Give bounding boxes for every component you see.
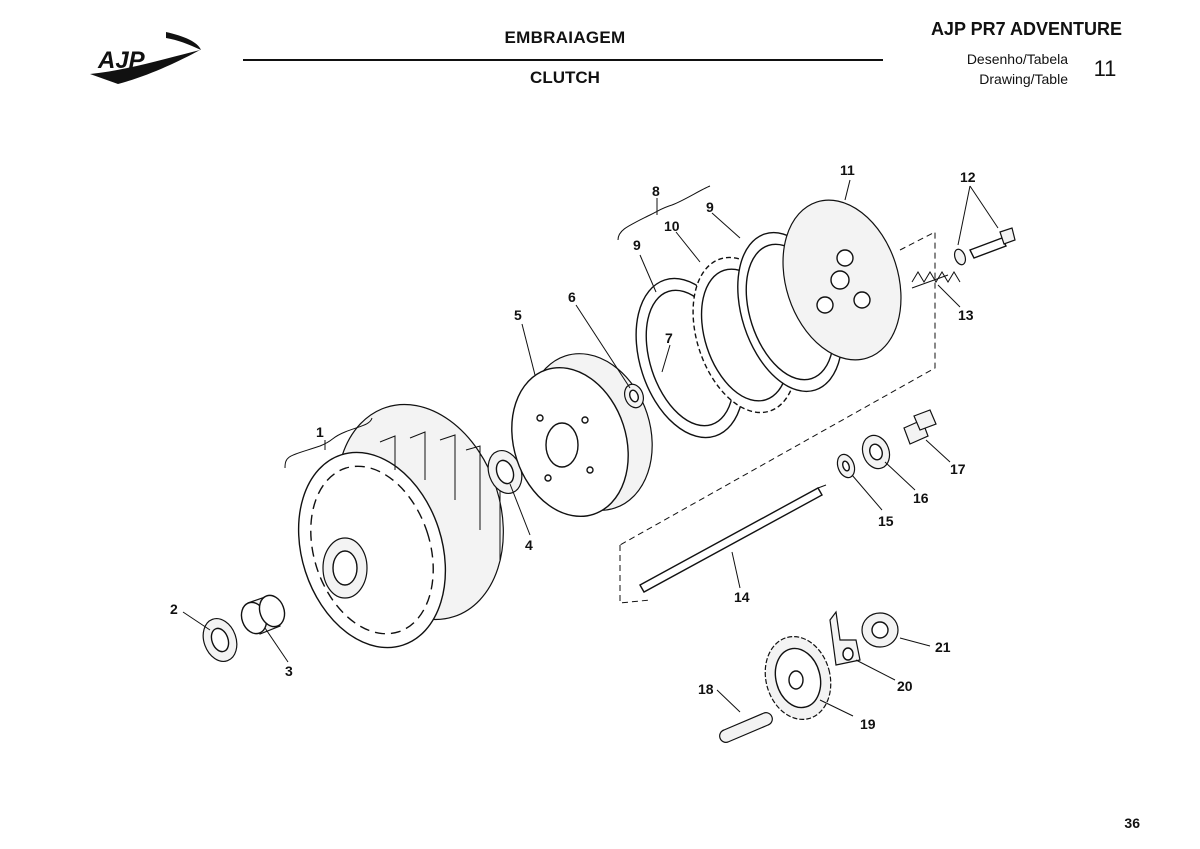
part-bushing-3 (240, 594, 286, 635)
ajp-logo: AJP (90, 32, 201, 84)
callout-2: 2 (170, 601, 178, 617)
part-bolt-12 (953, 227, 1016, 266)
callout-7: 7 (665, 330, 673, 346)
callout-14: 14 (734, 589, 750, 605)
part-washer-2 (202, 618, 238, 662)
callout-12: 12 (960, 169, 976, 185)
callout-13: 13 (958, 307, 974, 323)
part-washer-6 (623, 383, 645, 409)
callout-20: 20 (897, 678, 913, 694)
callout-8: 8 (652, 183, 660, 199)
callout-3: 3 (285, 663, 293, 679)
callout-17: 17 (950, 461, 966, 477)
callout-18: 18 (698, 681, 714, 697)
page-title-pt: EMBRAIAGEM (504, 28, 626, 47)
title-divider (243, 59, 883, 61)
logo-text: AJP (97, 47, 146, 74)
callout-1: 1 (316, 424, 324, 440)
page-title-en: CLUTCH (530, 68, 600, 87)
callout-4: 4 (525, 537, 533, 553)
callout-labels: 1 2 3 4 5 6 7 8 9 9 10 11 12 13 14 15 16… (170, 162, 976, 732)
part-nut-21 (861, 612, 899, 648)
leader-lines (182, 179, 999, 717)
part-pin-17 (903, 409, 937, 445)
part-clutch-hub-5 (511, 353, 653, 518)
part-gear-19 (764, 635, 832, 721)
callout-16: 16 (913, 490, 929, 506)
callout-15: 15 (878, 513, 894, 529)
part-push-rod-14 (639, 484, 827, 593)
drawing-label-en: Drawing/Table (979, 71, 1068, 87)
callout-11: 11 (840, 162, 855, 178)
part-thrust-washer-4 (487, 450, 523, 494)
callout-19: 19 (860, 716, 876, 732)
part-clutch-basket (297, 403, 504, 649)
part-key-18 (719, 712, 773, 743)
drawing-label-pt: Desenho/Tabela (966, 51, 1068, 67)
callout-9a: 9 (633, 237, 641, 253)
part-bearing-16 (861, 434, 891, 470)
callout-6: 6 (568, 289, 576, 305)
part-lock-tab-20 (829, 610, 861, 666)
part-spring-13 (911, 271, 961, 289)
part-pressure-plate-11 (782, 199, 902, 361)
callout-5: 5 (514, 307, 522, 323)
page-number: 36 (1124, 815, 1140, 831)
drawing-number: 11 (1093, 56, 1117, 81)
callout-21: 21 (935, 639, 951, 655)
model-name: AJP PR7 ADVENTURE (930, 19, 1122, 39)
part-washer-15 (836, 453, 856, 479)
callout-10: 10 (664, 218, 680, 234)
callout-9b: 9 (706, 199, 714, 215)
